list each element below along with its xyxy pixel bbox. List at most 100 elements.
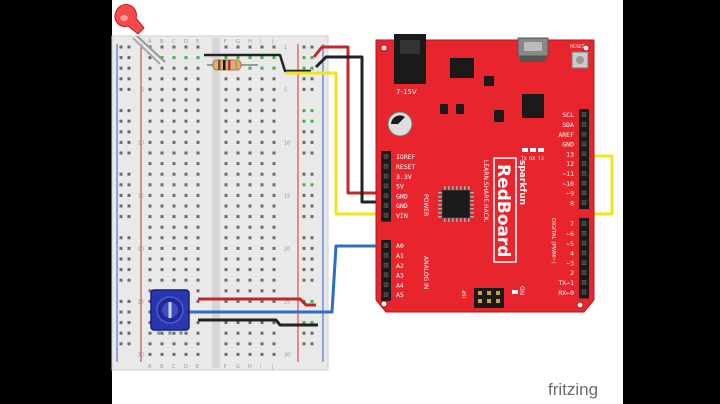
breadboard-hole[interactable] bbox=[196, 257, 200, 261]
breadboard-hole[interactable] bbox=[196, 140, 200, 144]
breadboard-hole[interactable] bbox=[148, 289, 152, 293]
rail-hole[interactable] bbox=[310, 130, 314, 134]
breadboard-hole[interactable] bbox=[148, 140, 152, 144]
breadboard-hole[interactable] bbox=[248, 352, 252, 356]
breadboard-hole[interactable] bbox=[148, 331, 152, 335]
digital-top-header-pin[interactable] bbox=[581, 122, 587, 127]
breadboard-hole[interactable] bbox=[148, 352, 152, 356]
breadboard-hole[interactable] bbox=[248, 268, 252, 272]
breadboard-hole[interactable] bbox=[196, 56, 200, 60]
breadboard-hole[interactable] bbox=[148, 77, 152, 81]
breadboard-hole[interactable] bbox=[148, 193, 152, 197]
rail-hole[interactable] bbox=[119, 119, 123, 123]
rail-hole[interactable] bbox=[127, 140, 131, 144]
rail-hole[interactable] bbox=[119, 342, 123, 346]
digital-top-header-pin[interactable] bbox=[581, 180, 587, 186]
breadboard-hole[interactable] bbox=[260, 77, 264, 81]
rail-hole[interactable] bbox=[302, 331, 306, 335]
breadboard-hole[interactable] bbox=[248, 109, 252, 113]
breadboard-hole[interactable] bbox=[248, 204, 252, 208]
breadboard-hole[interactable] bbox=[224, 289, 228, 293]
breadboard-hole[interactable] bbox=[148, 98, 152, 102]
breadboard-hole[interactable] bbox=[160, 45, 164, 49]
breadboard-hole[interactable] bbox=[248, 45, 252, 49]
breadboard-hole[interactable] bbox=[184, 352, 188, 356]
rail-hole[interactable] bbox=[310, 299, 314, 303]
breadboard-hole[interactable] bbox=[184, 246, 188, 250]
breadboard-hole[interactable] bbox=[172, 172, 176, 176]
breadboard-hole[interactable] bbox=[236, 119, 240, 123]
breadboard-hole[interactable] bbox=[236, 140, 240, 144]
rail-hole[interactable] bbox=[119, 321, 123, 325]
rail-hole[interactable] bbox=[127, 342, 131, 346]
breadboard-hole[interactable] bbox=[160, 331, 164, 335]
breadboard-hole[interactable] bbox=[224, 162, 228, 166]
breadboard-hole[interactable] bbox=[236, 77, 240, 81]
rail-hole[interactable] bbox=[119, 204, 123, 208]
breadboard-hole[interactable] bbox=[160, 225, 164, 229]
rail-hole[interactable] bbox=[127, 236, 131, 240]
breadboard-hole[interactable] bbox=[224, 193, 228, 197]
breadboard-hole[interactable] bbox=[224, 215, 228, 219]
breadboard-hole[interactable] bbox=[172, 331, 176, 335]
breadboard-hole[interactable] bbox=[184, 119, 188, 123]
rail-hole[interactable] bbox=[119, 87, 123, 91]
breadboard-hole[interactable] bbox=[184, 236, 188, 240]
power-header-pin[interactable] bbox=[383, 183, 389, 189]
breadboard-hole[interactable] bbox=[260, 299, 264, 303]
rail-hole[interactable] bbox=[119, 257, 123, 261]
rail-hole[interactable] bbox=[127, 299, 131, 303]
power-header-pin[interactable] bbox=[383, 173, 389, 179]
digital-top-header-pin[interactable] bbox=[581, 131, 587, 137]
rail-hole[interactable] bbox=[310, 215, 314, 219]
breadboard-hole[interactable] bbox=[236, 215, 240, 219]
breadboard-hole[interactable] bbox=[160, 119, 164, 123]
led-red[interactable] bbox=[114, 4, 166, 65]
breadboard-hole[interactable] bbox=[260, 98, 264, 102]
rail-hole[interactable] bbox=[302, 56, 306, 60]
breadboard-hole[interactable] bbox=[260, 215, 264, 219]
breadboard-hole[interactable] bbox=[160, 342, 164, 346]
rail-hole[interactable] bbox=[127, 278, 131, 282]
rail-hole[interactable] bbox=[119, 140, 123, 144]
breadboard-hole[interactable] bbox=[196, 321, 200, 325]
breadboard-hole[interactable] bbox=[236, 257, 240, 261]
breadboard-hole[interactable] bbox=[184, 109, 188, 113]
rail-hole[interactable] bbox=[302, 87, 306, 91]
breadboard-hole[interactable] bbox=[236, 289, 240, 293]
rail-hole[interactable] bbox=[310, 321, 314, 325]
power-header-pin[interactable] bbox=[383, 164, 389, 169]
rail-hole[interactable] bbox=[127, 56, 131, 60]
rail-hole[interactable] bbox=[302, 268, 306, 272]
rail-hole[interactable] bbox=[310, 109, 314, 113]
breadboard-hole[interactable] bbox=[148, 278, 152, 282]
rail-hole[interactable] bbox=[119, 109, 123, 113]
breadboard-hole[interactable] bbox=[160, 140, 164, 144]
rail-hole[interactable] bbox=[310, 236, 314, 240]
rail-hole[interactable] bbox=[119, 183, 123, 187]
digital-top-header-pin[interactable] bbox=[581, 151, 587, 156]
breadboard-hole[interactable] bbox=[196, 193, 200, 197]
breadboard-hole[interactable] bbox=[184, 278, 188, 282]
breadboard-hole[interactable] bbox=[196, 215, 200, 219]
digital-bottom-header-pin[interactable] bbox=[581, 289, 587, 295]
breadboard-hole[interactable] bbox=[148, 109, 152, 113]
breadboard-hole[interactable] bbox=[224, 56, 228, 60]
rail-hole[interactable] bbox=[119, 66, 123, 70]
breadboard-hole[interactable] bbox=[248, 321, 252, 325]
breadboard-hole[interactable] bbox=[196, 109, 200, 113]
breadboard-hole[interactable] bbox=[260, 119, 264, 123]
rail-hole[interactable] bbox=[302, 321, 306, 325]
rail-hole[interactable] bbox=[127, 119, 131, 123]
breadboard-hole[interactable] bbox=[272, 268, 276, 272]
breadboard-hole[interactable] bbox=[196, 45, 200, 49]
breadboard-hole[interactable] bbox=[160, 193, 164, 197]
rail-hole[interactable] bbox=[119, 331, 123, 335]
breadboard-hole[interactable] bbox=[196, 87, 200, 91]
breadboard-hole[interactable] bbox=[248, 87, 252, 91]
breadboard-hole[interactable] bbox=[224, 109, 228, 113]
breadboard-hole[interactable] bbox=[172, 257, 176, 261]
breadboard-hole[interactable] bbox=[260, 151, 264, 155]
breadboard-hole[interactable] bbox=[272, 109, 276, 113]
rail-hole[interactable] bbox=[310, 77, 314, 81]
